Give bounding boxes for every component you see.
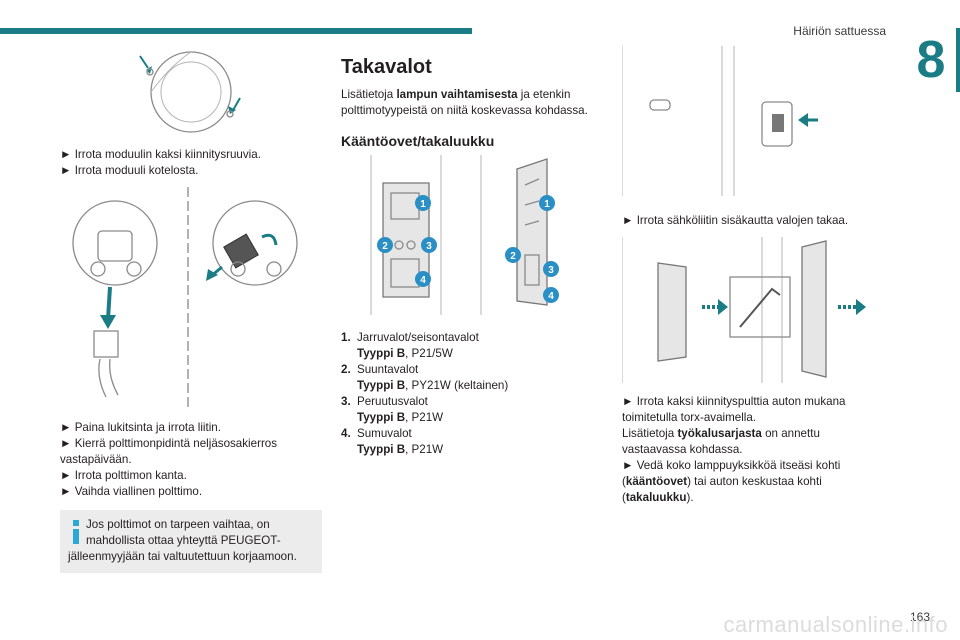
info-icon <box>70 520 82 544</box>
bulb-type-2: Tyyppi B, PY21W (keltainen) <box>357 379 509 392</box>
toolkit-ref-cont: vastaavassa kohdassa. <box>622 443 743 456</box>
info-box: Jos polttimot on tarpeen vaihtaa, on mah… <box>60 510 322 573</box>
step-remove-bolts: ► Irrota kaksi kiinnityspulttia auton mu… <box>622 395 846 408</box>
bulb-type-3: Tyyppi B, P21W <box>357 411 444 424</box>
badge-3-left: 3 <box>421 237 437 253</box>
svg-text:1: 1 <box>420 199 426 210</box>
svg-text:1: 1 <box>544 199 550 210</box>
step-turn-holder-cont: vastapäivään. <box>60 453 132 466</box>
step-remove-bolts-cont: toimitetulla torx-avaimella. <box>622 411 757 424</box>
page-header-title: Häiriön sattuessa <box>793 24 886 38</box>
bulb-holder-illustration <box>72 187 298 407</box>
intro-text-line2: polttimotyypeistä on niitä koskevassa ko… <box>341 104 588 117</box>
step-remove-module: ► Irrota moduuli kotelosta. <box>60 164 199 177</box>
step-pull-unit: ► Vedä koko lamppuyksikköä itseäsi kohti <box>622 459 841 472</box>
bulb-type-4: Tyyppi B, P21W <box>357 443 444 456</box>
section-title: Takavalot <box>341 56 432 78</box>
svg-text:2: 2 <box>510 251 516 262</box>
step-remove-screws: ► Irrota moduulin kaksi kiinnitysruuvia. <box>60 148 261 161</box>
step-pull-unit-end: (takaluukku). <box>622 491 694 504</box>
watermark: carmanualsonline.info <box>723 612 948 637</box>
badge-1-right: 1 <box>539 195 555 211</box>
column-3: ► Irrota sähköliitin sisäkautta valojen … <box>621 46 884 506</box>
step-replace-bulb: ► Vaihda viallinen polttimo. <box>60 485 203 498</box>
intro-text: Lisätietoja lampun vaihtamisesta ja eten… <box>341 88 571 101</box>
chapter-number: 8 <box>902 28 960 92</box>
column-1: ► Irrota moduulin kaksi kiinnitysruuvia.… <box>60 46 322 573</box>
svg-text:4: 4 <box>548 291 554 302</box>
step-press-lock: ► Paina lukitsinta ja irrota liitin. <box>60 421 221 434</box>
connector-illustration <box>621 46 818 196</box>
svg-text:2: 2 <box>382 241 388 252</box>
badge-4-left: 4 <box>415 271 431 287</box>
badge-2-right: 2 <box>505 247 521 263</box>
svg-text:3: 3 <box>426 241 432 252</box>
svg-text:3: 3 <box>548 265 554 276</box>
step-disconnect: ► Irrota sähköliitin sisäkautta valojen … <box>622 214 849 227</box>
bulb-item-3: 3.Peruutusvalot <box>341 395 428 408</box>
info-line-1: Jos polttimot on tarpeen vaihtaa, on <box>86 518 270 531</box>
step-remove-base: ► Irrota polttimon kanta. <box>60 469 187 482</box>
bulb-type-1: Tyyppi B, P21/5W <box>357 347 453 360</box>
badge-3-right: 3 <box>543 261 559 277</box>
page-number: 163 <box>909 610 930 624</box>
badge-1-left: 1 <box>415 195 431 211</box>
rear-lamp-units-illustration: 1 2 3 4 1 2 3 4 <box>370 155 559 315</box>
info-line-2: mahdollista ottaa yhteyttä PEUGEOT- <box>86 534 281 547</box>
header-accent-bar <box>0 28 472 34</box>
bulb-list: 1.Jarruvalot/seisontavalot Tyyppi B, P21… <box>341 330 603 458</box>
bulb-item-2: 2.Suuntavalot <box>341 363 419 376</box>
info-line-3: jälleenmyyjään tai valtuutettuun korjaam… <box>68 550 297 563</box>
toolkit-ref: Lisätietoja työkalusarjasta on annettu <box>622 427 820 440</box>
bulb-item-4: 4.Sumuvalot <box>341 427 412 440</box>
badge-4-right: 4 <box>543 287 559 303</box>
svg-text:4: 4 <box>420 275 426 286</box>
fog-lamp-module-illustration <box>139 51 241 133</box>
subsection-title: Kääntöovet/takaluukku <box>341 133 495 149</box>
chapter-strip <box>956 28 960 92</box>
badge-2-left: 2 <box>377 237 393 253</box>
step-turn-holder: ► Kierrä polttimonpidintä neljäsosakierr… <box>60 437 278 450</box>
bolts-illustration <box>621 237 866 383</box>
step-pull-unit-cont: (kääntöovet) tai auton keskustaa kohti <box>622 475 822 488</box>
bulb-item-1: 1.Jarruvalot/seisontavalot <box>341 331 479 344</box>
column-2: Takavalot Lisätietoja lampun vaihtamises… <box>341 56 603 458</box>
